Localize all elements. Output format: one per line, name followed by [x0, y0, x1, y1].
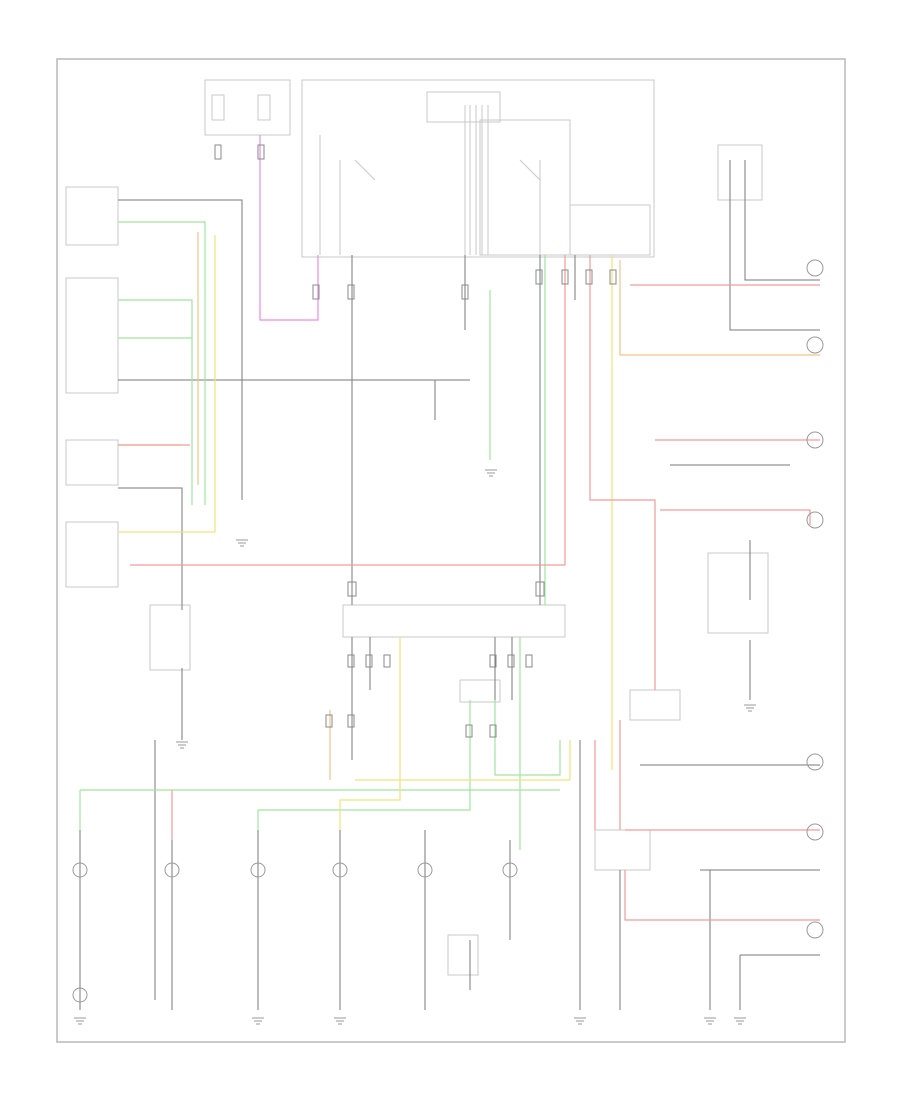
lamp-symbols — [72, 259, 824, 1003]
junction-connector — [342, 604, 566, 638]
black-wires — [79, 160, 820, 1010]
green-wires — [79, 221, 561, 850]
red-wires — [118, 255, 820, 921]
diagram-frame — [56, 58, 846, 1043]
right-lamp-blocks — [447, 144, 769, 976]
orange-wires — [197, 232, 820, 780]
control-module — [301, 79, 655, 258]
fuse-block — [204, 79, 291, 136]
connector-ticks — [214, 144, 617, 738]
left-switch-blocks — [65, 186, 191, 671]
ground-symbols — [74, 469, 756, 1025]
magenta-wire — [259, 135, 319, 321]
